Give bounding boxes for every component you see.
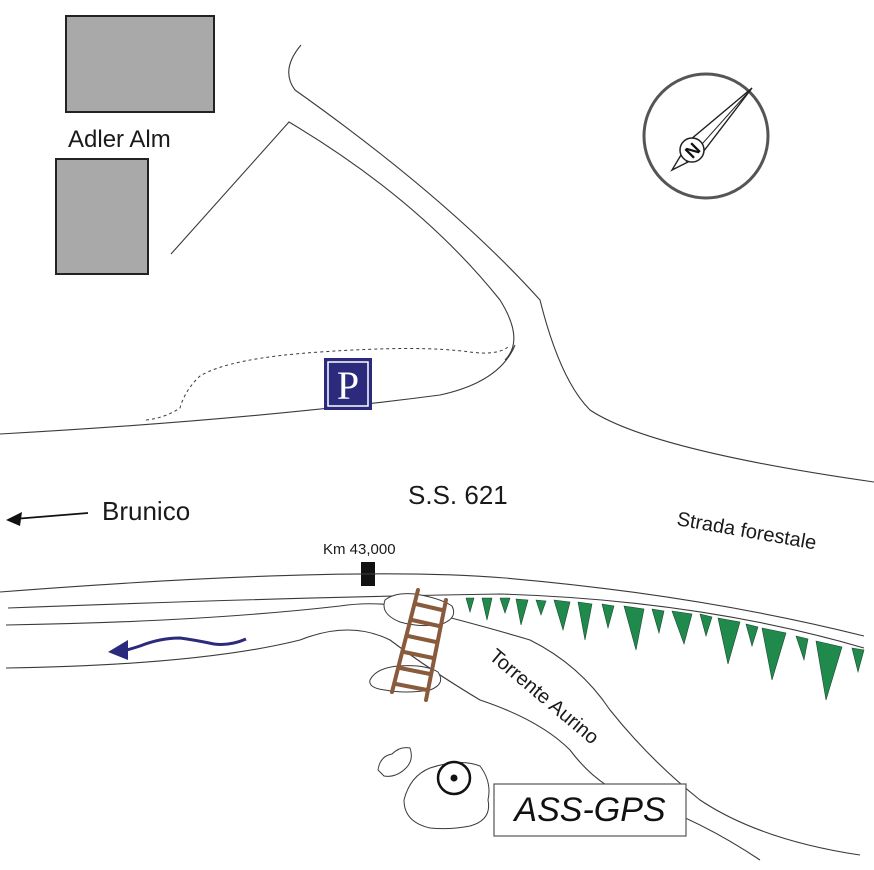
building-lower: [55, 158, 149, 275]
stream-bank-upper: [5, 603, 861, 856]
gps-station-marker: [436, 760, 472, 796]
access-track: [170, 121, 515, 361]
ladder: [390, 588, 448, 702]
town-label-brunico: Brunico: [102, 496, 190, 526]
rock-small: [377, 747, 412, 777]
station-label: ASS-GPS: [512, 791, 665, 829]
road-lower-edge-2: [7, 593, 865, 649]
stream-label: Torrente Aurino: [485, 645, 603, 749]
forest-road-label: Strada forestale: [675, 508, 818, 554]
road-lower-edge-1: [0, 573, 865, 637]
direction-arrow-west: [6, 512, 89, 526]
road-number-label: S.S. 621: [408, 480, 508, 510]
compass-rose: N: [642, 72, 770, 200]
parking-boundary: [145, 344, 511, 421]
main-curve-road-inner: [288, 44, 874, 483]
parking-sign: P: [324, 358, 372, 410]
river-flow-arrow: [108, 636, 247, 660]
station-label-box: [493, 783, 687, 837]
building-label: Adler Alm: [68, 126, 171, 153]
parking-letter: P: [337, 363, 359, 408]
building-upper: [65, 15, 215, 113]
boulder-upper: [383, 593, 455, 627]
vegetation-row: [465, 597, 865, 701]
km-marker-label: Km 43,000: [323, 541, 396, 558]
road-upper-edge: [0, 344, 516, 435]
